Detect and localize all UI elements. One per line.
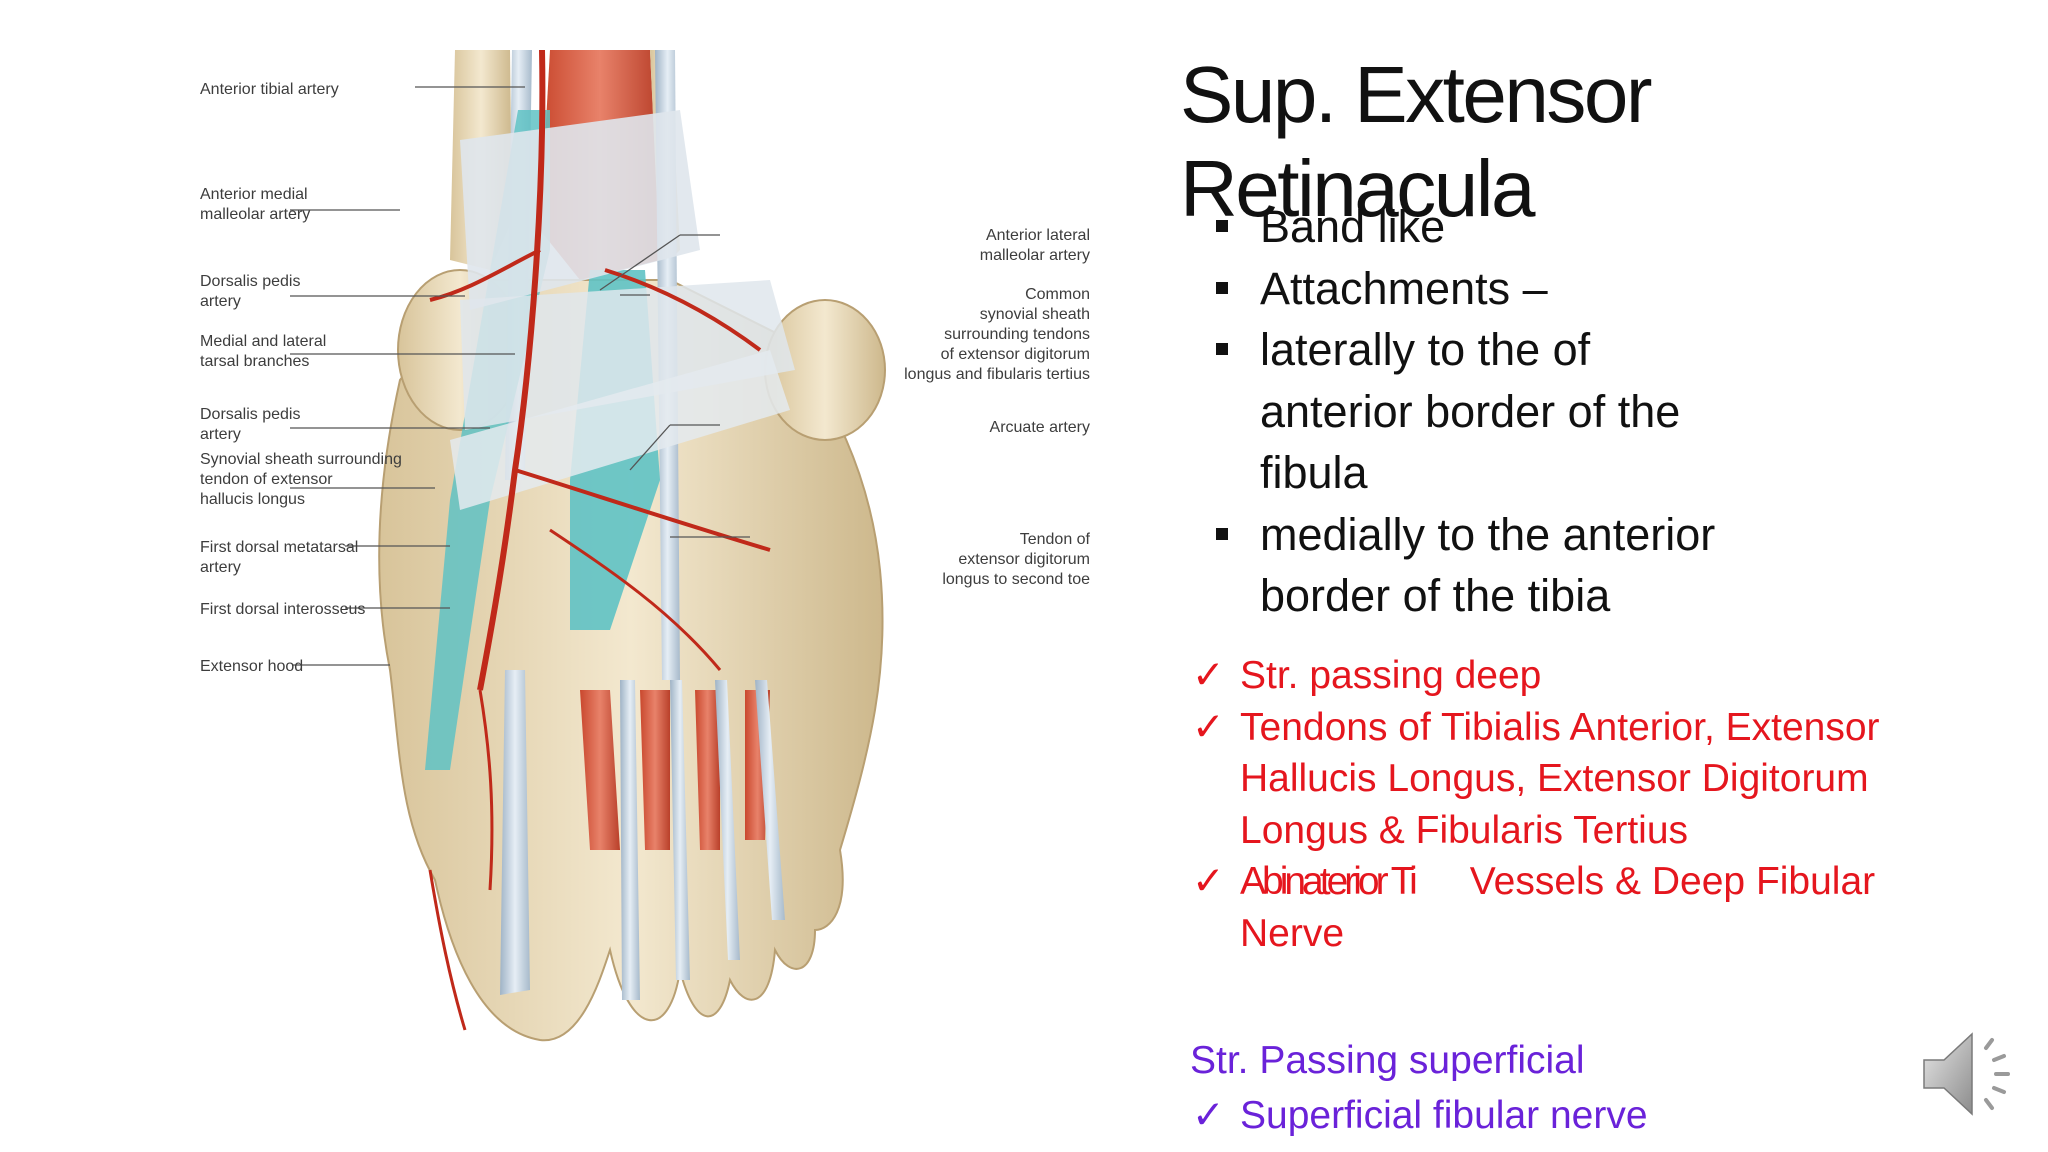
check-item: ✓ Abinaterior Ti Vessels & Deep Fibular N… xyxy=(1190,856,1990,959)
check-item-text: Longus & Fibularis Tertius xyxy=(1240,808,1689,852)
label-first-dorsal-metatarsal: First dorsal metatarsal artery xyxy=(200,539,359,576)
checkmark-icon: ✓ xyxy=(1192,654,1225,697)
check-item-text: Superficial fibular nerve xyxy=(1240,1094,1648,1137)
check-item-text: Abinaterior Ti xyxy=(1240,860,1418,903)
label-tarsal-branches: Medial and lateral tarsal branches xyxy=(200,333,327,370)
superficial-heading: Str. Passing superficial xyxy=(1190,1039,1585,1082)
label-dorsalis-pedis-2: Dorsalis pedis artery xyxy=(200,406,301,443)
bullet-item: Attachments – xyxy=(1212,258,1832,320)
bullet-item-continuation: fibula xyxy=(1260,447,1368,498)
label-first-dorsal-interosseus: First dorsal interosseus xyxy=(200,601,366,618)
check-item-text: Nerve xyxy=(1240,911,1345,955)
check-item: ✓ Str. passing deep xyxy=(1190,650,1990,702)
label-arcuate-artery: Arcuate artery xyxy=(989,419,1090,436)
check-item-text: Hallucis Longus, Extensor Digitorum xyxy=(1240,757,1869,800)
attachment-bullet-list: Band like Attachments – laterally to the… xyxy=(1212,196,1832,627)
bullet-item-continuation: anterior border of the xyxy=(1260,385,1681,437)
bullet-item-continuation: border of the tibia xyxy=(1260,570,1611,621)
label-anterior-lateral-malleolar: Anterior lateral malleolar artery xyxy=(979,227,1090,264)
label-dorsalis-pedis-1: Dorsalis pedis artery xyxy=(200,273,301,310)
slide-title: Sup. Extensor Retinacula xyxy=(1180,50,1653,233)
label-anterior-medial-malleolar: Anterior medial malleolar artery xyxy=(200,186,311,223)
check-item-text: Tendons of Tibialis Anterior, Extensor xyxy=(1240,705,1880,749)
bullet-item: medially to the anterior xyxy=(1212,504,1832,566)
superficial-structures-list: ✓ Superficial fibular nerve xyxy=(1190,1090,1990,1142)
label-tendon-edl-second-toe: Tendon of extensor digitorum longus to s… xyxy=(942,531,1090,588)
speaker-icon[interactable] xyxy=(1920,1024,2030,1124)
bullet-item: laterally to the of xyxy=(1212,319,1832,381)
checkmark-icon: ✓ xyxy=(1192,860,1225,903)
foot-anatomy-illustration: Anterior tibial artery Anterior medial m… xyxy=(200,50,1090,1100)
check-item: ✓ Tendons of Tibialis Anterior, Extensor… xyxy=(1190,702,1990,857)
label-common-synovial-sheath: Common synovial sheath surrounding tendo… xyxy=(904,286,1090,383)
label-anterior-tibial-artery: Anterior tibial artery xyxy=(200,81,339,98)
label-extensor-hood: Extensor hood xyxy=(200,658,304,675)
deep-structures-list: ✓ Str. passing deep ✓ Tendons of Tibiali… xyxy=(1190,650,1990,959)
check-item-text: Vessels & Deep Fibular xyxy=(1469,860,1876,903)
foot-drawing xyxy=(290,50,886,1042)
check-item: ✓ Superficial fibular nerve xyxy=(1190,1090,1990,1142)
label-synovial-sheath-ehl: Synovial sheath surrounding tendon of ex… xyxy=(200,451,402,508)
check-item-text: Str. passing deep xyxy=(1240,654,1542,697)
checkmark-icon: ✓ xyxy=(1192,1094,1225,1137)
checkmark-icon: ✓ xyxy=(1192,705,1225,749)
bullet-item: Band like xyxy=(1212,196,1832,258)
